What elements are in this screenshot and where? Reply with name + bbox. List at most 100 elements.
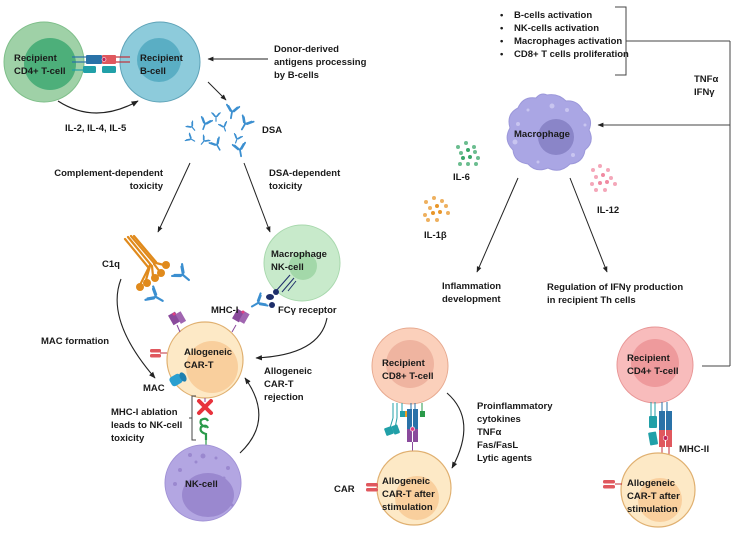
il1b-dot — [435, 204, 439, 208]
recipient-cd8-tcell — [371, 327, 449, 405]
mhc-i-right — [231, 308, 250, 333]
il1b-dot — [444, 204, 448, 208]
il6-dot — [461, 156, 465, 160]
il12-dot — [598, 181, 602, 185]
effects-list-item: CD8+ T cells proliferation — [500, 48, 629, 61]
dsa-antibody-icon — [233, 133, 243, 144]
il6-dot — [468, 155, 472, 159]
il1b-dots — [423, 196, 450, 222]
cd4-top-label: Recipient CD4+ T-cell — [14, 53, 66, 77]
il6-dot — [474, 162, 478, 166]
il1b-dot — [438, 210, 442, 214]
fcy-receptor-icon — [266, 274, 297, 308]
il1b-label: IL-1β — [424, 230, 447, 241]
il1b-dot — [424, 200, 428, 204]
c1q-antibodies — [144, 263, 190, 302]
cd8-effects-arrow — [446, 392, 465, 469]
allogeneic-cart-label: Allogeneic CAR-T — [184, 347, 233, 371]
nk-cell-label: NK-cell — [185, 479, 218, 490]
il1b-dot — [431, 211, 435, 215]
il6-dot — [459, 151, 463, 155]
il12-dot — [605, 180, 609, 184]
il12-dot — [603, 188, 607, 192]
dsa-antibody-icon — [240, 114, 255, 131]
mac-formation-arrow — [116, 278, 156, 379]
il6-dot — [456, 145, 460, 149]
effects-list-item: B-cells activation — [500, 9, 629, 22]
cd8-tcr-complex — [384, 403, 425, 452]
dsa-antibody-icon — [231, 141, 247, 158]
effects-list-item: NK-cells activation — [500, 22, 629, 35]
inflammation-arrow — [476, 177, 519, 273]
cd4-tcr-mhc-ii-complex — [648, 402, 672, 455]
donor-antigens-label: Donor-derived antigens processing by B-c… — [274, 44, 367, 81]
il1b-dot — [440, 199, 444, 203]
mhc-i-left — [168, 311, 187, 333]
mac-label: MAC — [143, 383, 165, 394]
dsa-antibody-icon — [200, 134, 211, 145]
bcell-label: Recipient B-cell — [140, 53, 183, 77]
effects-list-item: Macrophages activation — [500, 35, 629, 48]
recipient-bcell — [119, 21, 201, 103]
effects-list: B-cells activation NK-cells activation M… — [500, 9, 629, 61]
il12-dot — [598, 164, 602, 168]
fc-bound-antibody — [250, 292, 269, 308]
recipient-cd4-tcell-right — [616, 326, 694, 404]
dsa-antibody-icon — [211, 112, 221, 122]
car-label: CAR — [334, 484, 355, 495]
ablation-x-icon — [197, 399, 213, 415]
allogeneic-rejection-label: Allogeneic CAR-T rejection — [264, 366, 313, 403]
complement-arrow — [157, 162, 191, 233]
il12-label: IL-12 — [597, 205, 620, 216]
dsa-antibody-icon — [218, 121, 228, 132]
il6-dot — [473, 150, 477, 154]
cd4-right-label: Recipient CD4+ T-cell — [627, 353, 679, 377]
dsa-antibody-icon — [184, 132, 196, 142]
il6-dot — [466, 162, 470, 166]
il12-dot — [609, 176, 613, 180]
macrophage-label: Macrophage — [514, 129, 570, 140]
recipient-cd4-tcell-top — [3, 21, 85, 103]
il12-dot — [591, 168, 595, 172]
mac-formation-label: MAC formation — [41, 336, 110, 347]
antibody-icon — [171, 263, 190, 282]
il12-dots — [590, 164, 617, 192]
il6-dot — [466, 148, 470, 152]
cd8-effects-label: Proinflammatory cytokines TNFα Fas/FasL … — [477, 401, 553, 464]
macrophage-nk-label: Macrophage NK-cell — [271, 249, 327, 273]
il6-label: IL-6 — [453, 172, 470, 183]
cd8-tcell-label: Recipient CD8+ T-cell — [382, 358, 434, 382]
il6-dot — [464, 141, 468, 145]
fcy-receptor-label: FCγ receptor — [278, 305, 337, 316]
macrophage — [506, 93, 592, 171]
il1b-dot — [426, 218, 430, 222]
fcy-to-cart-arrow — [255, 317, 328, 361]
complement-toxicity-label: Complement-dependent toxicity — [54, 168, 163, 192]
ifny-regulation-label: Regulation of IFNγ production in recipie… — [547, 282, 684, 306]
il6-dot — [472, 145, 476, 149]
nk-inhibitory-receptor — [199, 417, 209, 447]
mac-icon — [169, 372, 187, 387]
bcell-dsa-arrow — [207, 81, 227, 101]
il12-dot — [590, 182, 594, 186]
tcr-mhc-ii-complex-top — [72, 55, 130, 73]
il-arrow — [57, 100, 139, 114]
car-receptor-cd4 — [603, 480, 622, 489]
nk-cell — [164, 444, 242, 522]
dsa-antibody-icon — [200, 116, 213, 131]
tnfa-ifny-label: TNFα IFNγ — [694, 74, 719, 98]
il12-dot — [606, 168, 610, 172]
il6-dots — [456, 141, 480, 166]
il12-dot — [594, 175, 598, 179]
cart-cd8-label: Allogeneic CAR-T after stimulation — [382, 476, 435, 513]
dsa-antibody-icon — [185, 120, 196, 131]
nk-rejection-arrow — [239, 377, 260, 454]
il-cytokines-label: IL-2, IL-4, IL-5 — [65, 123, 127, 134]
il1b-dot — [423, 213, 427, 217]
macrophage-nk-cell — [263, 224, 341, 302]
dsa-antibody-icon — [208, 136, 221, 151]
ablation-bracket — [189, 395, 196, 441]
inflammation-label: Inflammation development — [442, 281, 502, 305]
il12-dot — [594, 188, 598, 192]
dsa-toxicity-arrow — [243, 162, 271, 233]
